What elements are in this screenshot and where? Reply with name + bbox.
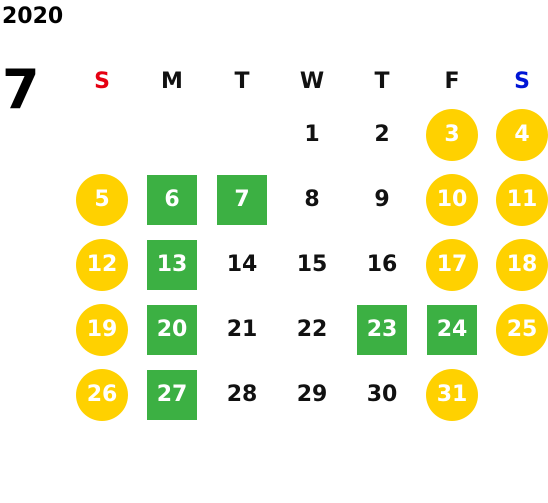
weekday-label-wed: W (299, 68, 325, 94)
day-cell[interactable]: 19 (67, 297, 137, 362)
day-cell[interactable]: 2 (347, 102, 417, 167)
day-cell[interactable]: 1 (277, 102, 347, 167)
day-cell[interactable]: 28 (207, 362, 277, 427)
weekday-label-mon: M (161, 68, 183, 94)
day-cell[interactable]: 17 (417, 232, 487, 297)
day-number: 13 (147, 239, 197, 290)
day-cell[interactable]: 16 (347, 232, 417, 297)
day-number: 15 (296, 252, 328, 277)
day-number: 19 (76, 303, 128, 356)
day-number: 18 (496, 238, 548, 291)
day-number: 24 (427, 304, 477, 355)
weekday-label-sat: S (514, 68, 530, 94)
day-cell[interactable]: 12 (67, 232, 137, 297)
year-label: 2020 (2, 4, 64, 29)
day-cell[interactable]: 10 (417, 167, 487, 232)
day-cell[interactable]: 7 (207, 167, 277, 232)
day-number: 3 (426, 108, 478, 161)
day-cell[interactable]: 22 (277, 297, 347, 362)
day-number: 5 (76, 173, 128, 226)
day-cell[interactable]: 29 (277, 362, 347, 427)
day-cell[interactable]: 31 (417, 362, 487, 427)
day-cell[interactable]: 15 (277, 232, 347, 297)
day-number: 14 (226, 252, 258, 277)
month-number: 7 (2, 58, 40, 121)
day-number: 2 (374, 122, 390, 147)
day-number: 25 (496, 303, 548, 356)
day-number: 31 (426, 368, 478, 421)
day-number: 10 (426, 173, 478, 226)
day-cell[interactable]: 30 (347, 362, 417, 427)
day-number: 17 (426, 238, 478, 291)
weekday-label-fri: F (444, 68, 460, 94)
weekday-label-tue: T (234, 68, 250, 94)
day-cell[interactable]: 26 (67, 362, 137, 427)
day-cell[interactable]: 14 (207, 232, 277, 297)
day-cell[interactable]: 25 (487, 297, 548, 362)
day-number: 22 (296, 317, 328, 342)
day-number: 29 (296, 382, 328, 407)
day-number: 7 (217, 174, 267, 225)
day-cell[interactable]: 8 (277, 167, 347, 232)
day-number: 11 (496, 173, 548, 226)
day-number: 20 (147, 304, 197, 355)
day-number: 21 (226, 317, 258, 342)
day-number: 8 (304, 187, 320, 212)
day-cell[interactable]: 23 (347, 297, 417, 362)
day-cell[interactable]: 5 (67, 167, 137, 232)
day-cell[interactable]: 13 (137, 232, 207, 297)
day-number: 26 (76, 368, 128, 421)
day-cell[interactable]: 24 (417, 297, 487, 362)
weekday-label-sun: S (94, 68, 110, 94)
day-cell[interactable]: 4 (487, 102, 548, 167)
day-cell[interactable]: 6 (137, 167, 207, 232)
day-number: 9 (374, 187, 390, 212)
day-number: 27 (147, 369, 197, 420)
day-number: 28 (226, 382, 258, 407)
day-number: 12 (76, 238, 128, 291)
day-cell[interactable]: 21 (207, 297, 277, 362)
day-number: 16 (366, 252, 398, 277)
day-number: 23 (357, 304, 407, 355)
day-cell[interactable]: 20 (137, 297, 207, 362)
day-number: 30 (366, 382, 398, 407)
day-cell[interactable]: 27 (137, 362, 207, 427)
day-cell[interactable]: 3 (417, 102, 487, 167)
day-number: 6 (147, 174, 197, 225)
day-cell[interactable]: 18 (487, 232, 548, 297)
day-number: 4 (496, 108, 548, 161)
day-cell[interactable]: 11 (487, 167, 548, 232)
day-cell[interactable]: 9 (347, 167, 417, 232)
day-number: 1 (304, 122, 320, 147)
weekday-label-thu: T (374, 68, 390, 94)
